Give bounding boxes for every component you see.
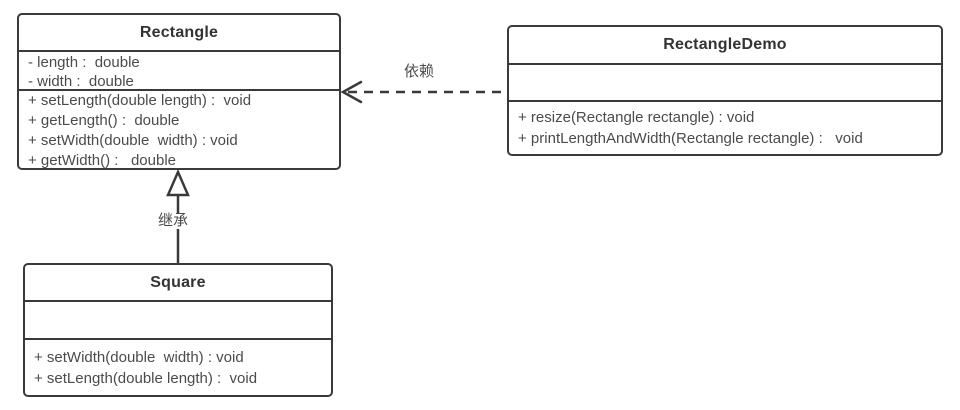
class-name-square: Square	[25, 265, 331, 302]
attribute-line: - width : double	[28, 73, 134, 90]
attributes-compartment: - length : double - width : double	[19, 52, 339, 91]
method-line: + setLength(double length) : void	[34, 370, 258, 387]
methods-compartment: + resize(Rectangle rectangle) : void + p…	[509, 102, 941, 154]
method-line: + setLength(double length) : void	[28, 92, 252, 109]
attributes-compartment-empty	[509, 65, 941, 102]
attributes-compartment-empty	[25, 302, 331, 340]
method-line: + printLengthAndWidth(Rectangle rectangl…	[518, 130, 863, 147]
method-line: + getWidth() : double	[28, 152, 176, 168]
class-box-square: Square + setWidth(double width) : void +…	[23, 263, 333, 397]
class-name-rectangle: Rectangle	[19, 15, 339, 52]
method-line: + getLength() : double	[28, 112, 180, 129]
inheritance-label: 继承	[156, 212, 191, 229]
class-box-rectangle: Rectangle - length : double - width : do…	[17, 13, 341, 170]
class-name-rectangledemo: RectangleDemo	[509, 27, 941, 65]
method-line: + setWidth(double width) : void	[34, 349, 244, 366]
method-line: + setWidth(double width) : void	[28, 132, 238, 149]
class-box-rectangledemo: RectangleDemo + resize(Rectangle rectang…	[507, 25, 943, 156]
dependency-label: 依赖	[404, 63, 435, 80]
methods-compartment: + setLength(double length) : void + getL…	[19, 91, 339, 168]
method-line: + resize(Rectangle rectangle) : void	[518, 109, 755, 126]
methods-compartment: + setWidth(double width) : void + setLen…	[25, 340, 331, 395]
dependency-arrow	[340, 80, 507, 104]
attribute-line: - length : double	[28, 54, 140, 71]
